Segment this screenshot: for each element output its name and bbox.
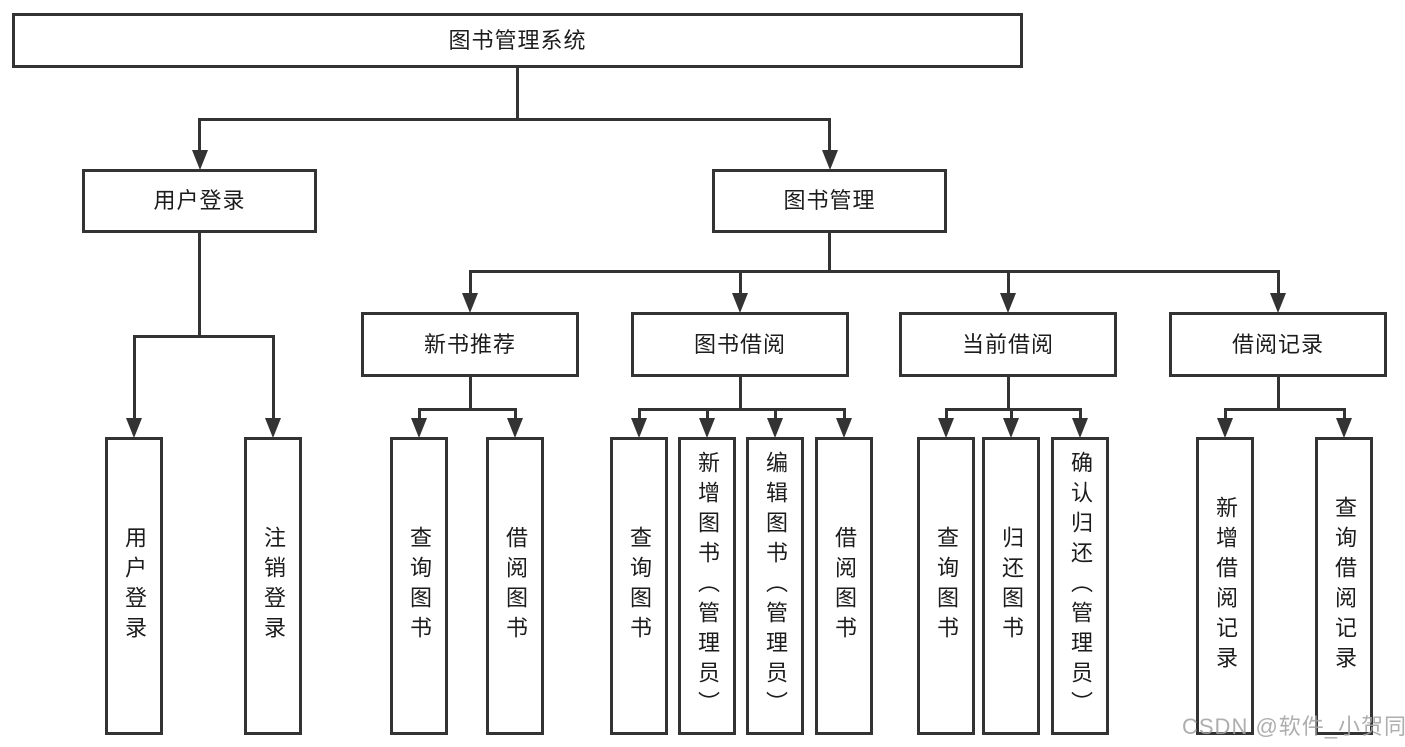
connector-line xyxy=(516,68,519,121)
arrowhead-down-icon xyxy=(1000,293,1016,313)
node-leaf-user-login: 用户登录 xyxy=(105,437,163,735)
arrowhead-down-icon xyxy=(126,418,142,438)
arrowhead-down-icon xyxy=(732,293,748,313)
node-label: 归还图书 xyxy=(999,526,1024,646)
connector-line xyxy=(738,377,742,411)
node-label: 确认归还（管理员） xyxy=(1068,451,1093,721)
connector-line xyxy=(417,408,517,411)
node-new-book-rec: 新书推荐 xyxy=(361,312,579,377)
arrowhead-down-icon xyxy=(462,293,478,313)
node-label: 新书推荐 xyxy=(423,331,516,357)
connector-line xyxy=(828,118,831,161)
connector-line xyxy=(271,335,275,429)
node-label: 图书借阅 xyxy=(693,331,786,357)
node-leaf-borrow-books-2: 借阅图书 xyxy=(815,437,873,735)
arrowhead-down-icon xyxy=(821,150,838,170)
node-leaf-query-books-1: 查询图书 xyxy=(390,437,448,735)
arrowhead-down-icon xyxy=(265,418,281,438)
node-leaf-return-books: 归还图书 xyxy=(982,437,1040,735)
connector-line xyxy=(198,233,201,338)
arrowhead-down-icon xyxy=(631,418,647,438)
node-user-login: 用户登录 xyxy=(82,169,317,233)
arrowhead-down-icon xyxy=(1003,418,1019,438)
arrowhead-down-icon xyxy=(1072,418,1088,438)
node-label: 图书管理系统 xyxy=(448,27,587,53)
node-book-mgmt: 图书管理 xyxy=(712,169,947,233)
connector-line xyxy=(198,118,201,161)
node-label: 注销登录 xyxy=(261,526,286,646)
node-label: 借阅记录 xyxy=(1231,331,1324,357)
connector-line xyxy=(944,408,1082,411)
node-label: 当前借阅 xyxy=(961,331,1054,357)
connector-line xyxy=(637,408,846,411)
arrowhead-down-icon xyxy=(1336,418,1352,438)
node-label: 编辑图书（管理员） xyxy=(763,451,788,721)
arrowhead-down-icon xyxy=(411,418,427,438)
connector-line xyxy=(1276,377,1280,411)
node-label: 查询借阅记录 xyxy=(1332,496,1357,676)
connector-line xyxy=(1006,377,1010,411)
node-leaf-borrow-books-1: 借阅图书 xyxy=(486,437,544,735)
node-label: 图书管理 xyxy=(783,188,876,213)
arrowhead-down-icon xyxy=(699,418,715,438)
connector-line xyxy=(468,377,472,411)
node-leaf-query-books-3: 查询图书 xyxy=(917,437,975,735)
node-label: 查询图书 xyxy=(407,526,432,646)
node-leaf-query-books-2: 查询图书 xyxy=(610,437,668,735)
node-leaf-add-borrow-rec: 新增借阅记录 xyxy=(1196,437,1254,735)
arrowhead-down-icon xyxy=(767,418,783,438)
node-root: 图书管理系统 xyxy=(12,13,1023,68)
node-leaf-logout: 注销登录 xyxy=(244,437,302,735)
node-label: 用户登录 xyxy=(153,188,246,213)
connector-line xyxy=(132,335,275,338)
node-label: 用户登录 xyxy=(122,526,147,646)
node-leaf-add-books: 新增图书（管理员） xyxy=(678,437,736,735)
node-label: 查询图书 xyxy=(627,526,652,646)
node-label: 借阅图书 xyxy=(503,526,528,646)
node-leaf-query-borrow-rec: 查询借阅记录 xyxy=(1315,437,1373,735)
connector-line xyxy=(738,270,742,304)
connector-line xyxy=(132,335,136,429)
node-book-borrow: 图书借阅 xyxy=(631,312,849,377)
node-label: 借阅图书 xyxy=(832,526,857,646)
connector-line xyxy=(1276,270,1280,304)
arrowhead-down-icon xyxy=(938,418,954,438)
arrowhead-down-icon xyxy=(836,418,852,438)
connector-line xyxy=(1223,408,1346,411)
arrowhead-down-icon xyxy=(1217,418,1233,438)
node-leaf-confirm-return: 确认归还（管理员） xyxy=(1051,437,1109,735)
node-current-borrow: 当前借阅 xyxy=(899,312,1117,377)
connector-line xyxy=(1006,270,1010,304)
csdn-watermark: CSDN @软件_小贺同学 xyxy=(1182,714,1405,739)
node-label: 新增图书（管理员） xyxy=(695,451,720,721)
arrowhead-down-icon xyxy=(1270,293,1286,313)
connector-line xyxy=(828,233,831,273)
node-label: 查询图书 xyxy=(934,526,959,646)
arrowhead-down-icon xyxy=(191,150,208,170)
connector-line xyxy=(198,118,831,121)
connector-line xyxy=(468,270,472,304)
node-label: 新增借阅记录 xyxy=(1213,496,1238,676)
arrowhead-down-icon xyxy=(507,418,523,438)
node-leaf-edit-books: 编辑图书（管理员） xyxy=(746,437,804,735)
connector-line xyxy=(468,270,1280,273)
node-borrow-records: 借阅记录 xyxy=(1169,312,1387,377)
